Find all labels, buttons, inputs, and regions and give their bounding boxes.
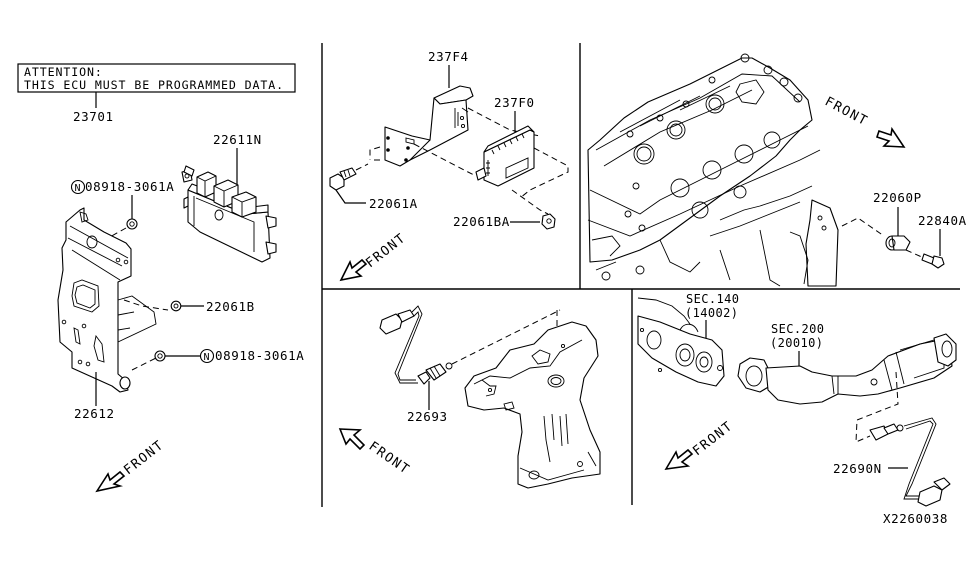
front-arrow-icon (95, 470, 126, 493)
panel-dividers (321, 43, 960, 507)
module-nut-drawing (541, 213, 556, 230)
diagram-id: X2260038 (883, 511, 948, 526)
part-number-22690N[interactable]: 22690N (833, 461, 882, 476)
nut-lower-drawing (154, 350, 166, 362)
front-direction-indicator-engine: FRONT (822, 94, 906, 148)
front-label: FRONT (366, 439, 413, 478)
panel-heated-oxygen-sensor: SEC.140 (14002) SEC.200 (20010) (637, 292, 957, 507)
dash-catalyst-sensor (855, 371, 899, 443)
part-number-08918-3061A-upper: 08918-3061A (85, 179, 174, 194)
panel-knock-sensor: FRONT 22060P 22840A (587, 53, 967, 287)
dash-knock-sensor (841, 217, 885, 237)
front-direction-indicator-ecu: FRONT (95, 438, 167, 493)
front-arrow-icon (664, 448, 694, 471)
dash-bracket-right (467, 107, 541, 137)
dash-bolt (355, 163, 369, 171)
attention-title: ATTENTION: (24, 65, 103, 79)
dash-knock-bolt (905, 249, 925, 259)
exhaust-manifold-drawing (637, 297, 725, 387)
part-label-08918-lower[interactable]: N 08918-3061A (199, 348, 305, 364)
part-number-237F0[interactable]: 237F0 (494, 95, 535, 110)
leader-22061A (335, 189, 366, 204)
panel-module-bracket: 237F4 237F0 (329, 49, 569, 282)
part-number-22061BA[interactable]: 22061BA (453, 214, 510, 229)
heated-oxygen-sensor-drawing (869, 417, 951, 507)
front-direction-indicator-module: FRONT (339, 231, 409, 282)
front-direction-indicator-air-fuel: FRONT (338, 428, 413, 478)
dash-air-fuel-sensor (451, 309, 561, 365)
ecu-bracket-drawing (57, 207, 157, 393)
front-label: FRONT (121, 438, 167, 479)
module-bolt-drawing (329, 167, 357, 191)
section-ref-20010[interactable]: (20010) (770, 336, 823, 350)
part-number-22611N[interactable]: 22611N (213, 132, 262, 147)
dash-nut-upper (107, 227, 127, 239)
nut-mid-drawing (170, 300, 182, 312)
knock-sensor-drawing (885, 235, 911, 251)
engine-block-drawing (587, 53, 839, 287)
part-number-237F4[interactable]: 237F4 (428, 49, 469, 64)
front-arrow-icon (339, 258, 368, 282)
ecu-module-drawing (181, 165, 277, 263)
part-number-22612[interactable]: 22612 (74, 406, 115, 421)
control-module-drawing (475, 125, 535, 187)
part-number-23701[interactable]: 23701 (73, 109, 114, 124)
knock-bolt-drawing (921, 253, 945, 269)
attention-label-box: ATTENTION: THIS ECU MUST BE PROGRAMMED D… (17, 63, 296, 93)
front-label: FRONT (690, 419, 736, 460)
nut-upper-drawing (126, 218, 138, 230)
section-ref-200[interactable]: SEC.200 (771, 322, 824, 336)
dash-bracket-module (413, 143, 477, 177)
dash-nut-mid (123, 299, 169, 311)
front-direction-indicator-catalyst: FRONT (664, 419, 736, 471)
part-number-08918-3061A-lower: 08918-3061A (215, 348, 304, 363)
section-ref-14002[interactable]: (14002) (685, 306, 738, 320)
n-circle-icon (199, 348, 215, 364)
exhaust-heat-shield-drawing (464, 321, 601, 489)
attention-message: THIS ECU MUST BE PROGRAMMED DATA. (24, 78, 284, 92)
front-label: FRONT (822, 94, 870, 129)
part-number-22693[interactable]: 22693 (407, 409, 448, 424)
front-arrow-icon (338, 428, 366, 451)
front-label: FRONT (363, 231, 409, 272)
section-ref-140[interactable]: SEC.140 (686, 292, 739, 306)
dash-nut-lower (131, 357, 157, 371)
part-number-22061B[interactable]: 22061B (206, 299, 255, 314)
n-letter: N (75, 183, 81, 194)
dash-module-right (519, 147, 569, 199)
part-number-22061A[interactable]: 22061A (369, 196, 418, 211)
dash-module-nut (511, 189, 549, 215)
part-number-22060P[interactable]: 22060P (873, 190, 922, 205)
n-letter: N (204, 352, 210, 363)
module-bracket-drawing (384, 85, 474, 167)
front-arrow-icon (875, 126, 906, 148)
n-circle-icon (70, 179, 86, 195)
catalytic-converter-drawing (737, 333, 957, 405)
panel-ecu: ATTENTION: THIS ECU MUST BE PROGRAMMED D… (17, 63, 305, 493)
part-number-22840A[interactable]: 22840A (918, 213, 967, 228)
air-fuel-sensor-drawing (379, 305, 453, 385)
panel-air-fuel-sensor: 22693 FRONT (338, 305, 601, 489)
dash-bracket-left (369, 146, 381, 161)
part-label-08918-upper[interactable]: N 08918-3061A (70, 179, 175, 195)
